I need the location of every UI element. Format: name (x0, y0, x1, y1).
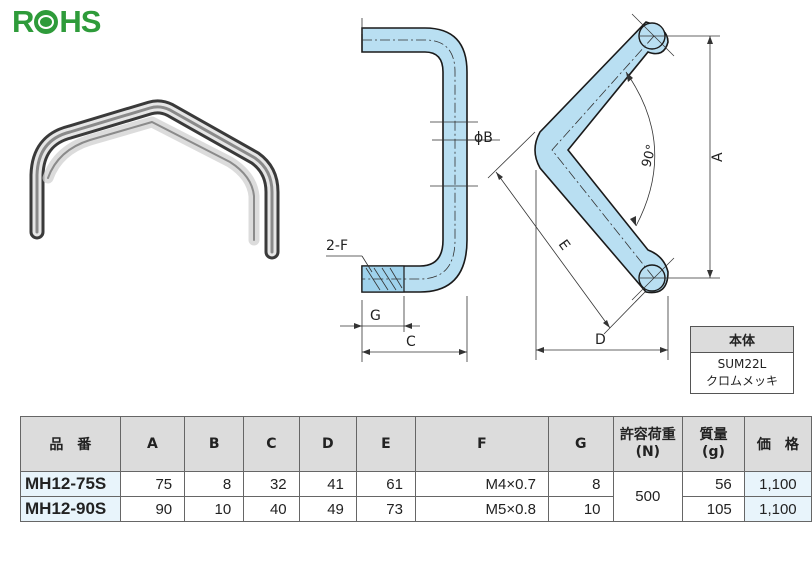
cell-price: 1,100 (743, 496, 812, 522)
cell-C: 40 (243, 496, 300, 522)
handle-photo (29, 99, 280, 260)
rohs-logo-r: R (12, 4, 34, 39)
col-G: G (547, 416, 614, 472)
spec-table: 品 番 A B C D E F G 許容荷重(N) 質量(g) 価 格 MH12… (20, 416, 812, 522)
material-line1: SUM22L (717, 357, 767, 371)
table-row: MH12-90S 90 10 40 49 73 M5×0.8 10 105 1,… (20, 496, 812, 522)
col-load: 許容荷重(N) (612, 416, 684, 472)
table-header-row: 品 番 A B C D E F G 許容荷重(N) 質量(g) 価 格 (20, 416, 812, 472)
cell-part: MH12-75S (20, 471, 121, 497)
dim-G: G (370, 308, 381, 324)
dim-C: C (406, 334, 416, 350)
col-D: D (298, 416, 357, 472)
cell-E: 73 (355, 496, 416, 522)
cell-F: M5×0.8 (414, 496, 549, 522)
col-E: E (355, 416, 416, 472)
technical-drawing: ϕB 2-F G C A 90° E D (29, 13, 726, 362)
cell-mass: 56 (682, 471, 745, 497)
rohs-logo-hs: HS (59, 4, 101, 39)
material-box: 本体 SUM22L クロムメッキ (690, 326, 794, 394)
material-header: 本体 (691, 327, 793, 353)
col-part: 品 番 (20, 416, 121, 472)
dim-D: D (595, 332, 606, 348)
dim-angle: 90° (639, 143, 659, 169)
dim-A: A (710, 152, 726, 162)
col-mass-line2: (g) (702, 444, 725, 460)
col-C: C (243, 416, 300, 472)
cell-F: M4×0.7 (414, 471, 549, 497)
cell-B: 8 (184, 471, 245, 497)
dim-2F: 2-F (326, 238, 348, 254)
col-A: A (119, 416, 186, 472)
cell-D: 41 (298, 471, 357, 497)
cell-D: 49 (298, 496, 357, 522)
cell-part: MH12-90S (20, 496, 121, 522)
table-row: MH12-75S 75 8 32 41 61 M4×0.7 8 500 56 1… (20, 471, 812, 522)
col-B: B (184, 416, 245, 472)
cell-A: 75 (119, 471, 186, 497)
globe-icon (34, 10, 59, 34)
cell-E: 61 (355, 471, 416, 497)
side-view (326, 18, 500, 362)
cell-price: 1,100 (743, 471, 812, 497)
rohs-logo: R HS (12, 4, 101, 40)
cell-load: 500 (612, 471, 684, 522)
col-load-line1: 許容荷重 (619, 427, 676, 443)
cell-G: 8 (547, 471, 614, 497)
dim-phiB: ϕB (474, 130, 493, 146)
cell-B: 10 (184, 496, 245, 522)
col-load-line2: (N) (635, 444, 661, 460)
front-view (487, 13, 720, 360)
cell-G: 10 (547, 496, 614, 522)
col-F: F (414, 416, 549, 472)
col-price: 価 格 (743, 416, 812, 472)
cell-A: 90 (119, 496, 186, 522)
material-line2: クロムメッキ (705, 374, 778, 388)
col-mass: 質量(g) (682, 416, 745, 472)
dim-E: E (555, 237, 573, 254)
cell-C: 32 (243, 471, 300, 497)
col-mass-line1: 質量 (699, 427, 728, 443)
cell-mass: 105 (682, 496, 745, 522)
